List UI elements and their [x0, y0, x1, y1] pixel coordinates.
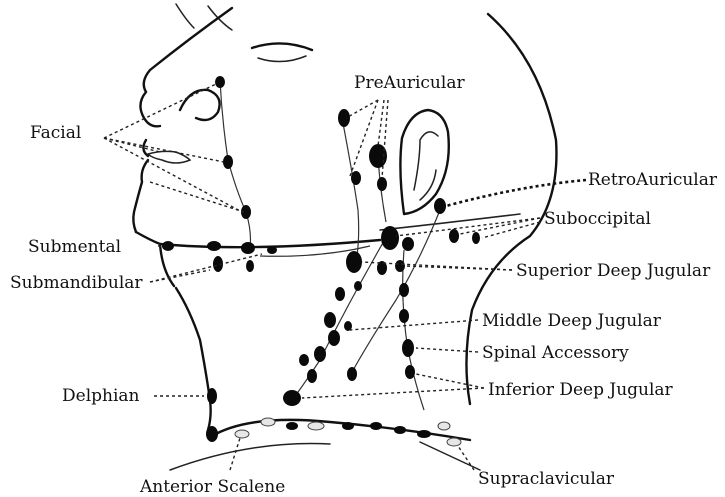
supraclavicular-node: [438, 422, 450, 430]
label-submandibular: Submandibular: [10, 273, 143, 293]
submental-node: [162, 241, 174, 251]
submandibular-node: [267, 246, 277, 254]
anterior-scalene-node: [235, 430, 249, 438]
label-facial: Facial: [30, 123, 81, 143]
label-middle-deep-jugular: Middle Deep Jugular: [482, 311, 662, 331]
inferior-deep-jugular-node: [283, 390, 301, 406]
labels: Facial PreAuricular RetroAuricular Suboc…: [10, 73, 718, 497]
submandibular-node: [241, 242, 255, 254]
leader-lines: [104, 84, 586, 470]
label-superior-deep-jugular: Superior Deep Jugular: [516, 261, 711, 281]
submandibular-node: [207, 241, 221, 251]
inferior-deep-jugular-node: [307, 369, 317, 383]
submandibular-node: [246, 260, 254, 272]
middle-deep-jugular-node: [328, 330, 340, 346]
label-submental: Submental: [28, 237, 121, 257]
superior-deep-jugular-node: [346, 251, 362, 273]
middle-deep-jugular-node: [324, 312, 336, 328]
superior-deep-jugular-node: [395, 260, 405, 272]
preauricular-node: [377, 177, 387, 191]
superior-deep-jugular-node: [354, 281, 362, 291]
label-preauricular: PreAuricular: [354, 73, 465, 93]
middle-deep-jugular-node: [314, 346, 326, 362]
middle-deep-jugular-node: [399, 283, 409, 297]
label-spinal-accessory: Spinal Accessory: [482, 343, 629, 363]
anterior-scalene-node: [261, 418, 275, 426]
middle-deep-jugular-node: [299, 354, 309, 366]
label-retroauricular: RetroAuricular: [588, 170, 718, 190]
inferior-deep-jugular-node: [347, 367, 357, 381]
retroauricular-node: [434, 198, 446, 214]
delphian-node: [207, 388, 217, 404]
supraclavicular-node: [417, 430, 431, 438]
anterior-scalene-node: [308, 422, 324, 430]
supraclavicular-node: [447, 438, 461, 446]
superior-deep-jugular-node: [381, 226, 399, 250]
middle-deep-jugular-node: [399, 309, 409, 323]
facial-node: [215, 76, 225, 88]
supraclavicular-node: [394, 426, 406, 434]
label-inferior-deep-jugular: Inferior Deep Jugular: [488, 380, 674, 400]
suboccipital-node: [472, 232, 480, 244]
supraclavicular-node: [342, 422, 354, 430]
inferior-deep-jugular-node: [405, 365, 415, 379]
supraclavicular-node: [286, 422, 298, 430]
head-outline: [133, 4, 556, 470]
middle-deep-jugular-node: [335, 287, 345, 301]
label-anterior-scalene: Anterior Scalene: [139, 477, 285, 497]
preauricular-node: [351, 171, 361, 185]
suboccipital-node: [449, 229, 459, 243]
superior-deep-jugular-node: [402, 237, 414, 251]
label-delphian: Delphian: [62, 386, 140, 406]
preauricular-node: [338, 109, 350, 127]
supraclavicular-node: [370, 422, 382, 430]
spinal-accessory-node: [402, 339, 414, 357]
label-suboccipital: Suboccipital: [544, 209, 651, 229]
delphian-node: [206, 426, 218, 442]
facial-node: [223, 155, 233, 169]
label-supraclavicular: Supraclavicular: [478, 469, 615, 489]
